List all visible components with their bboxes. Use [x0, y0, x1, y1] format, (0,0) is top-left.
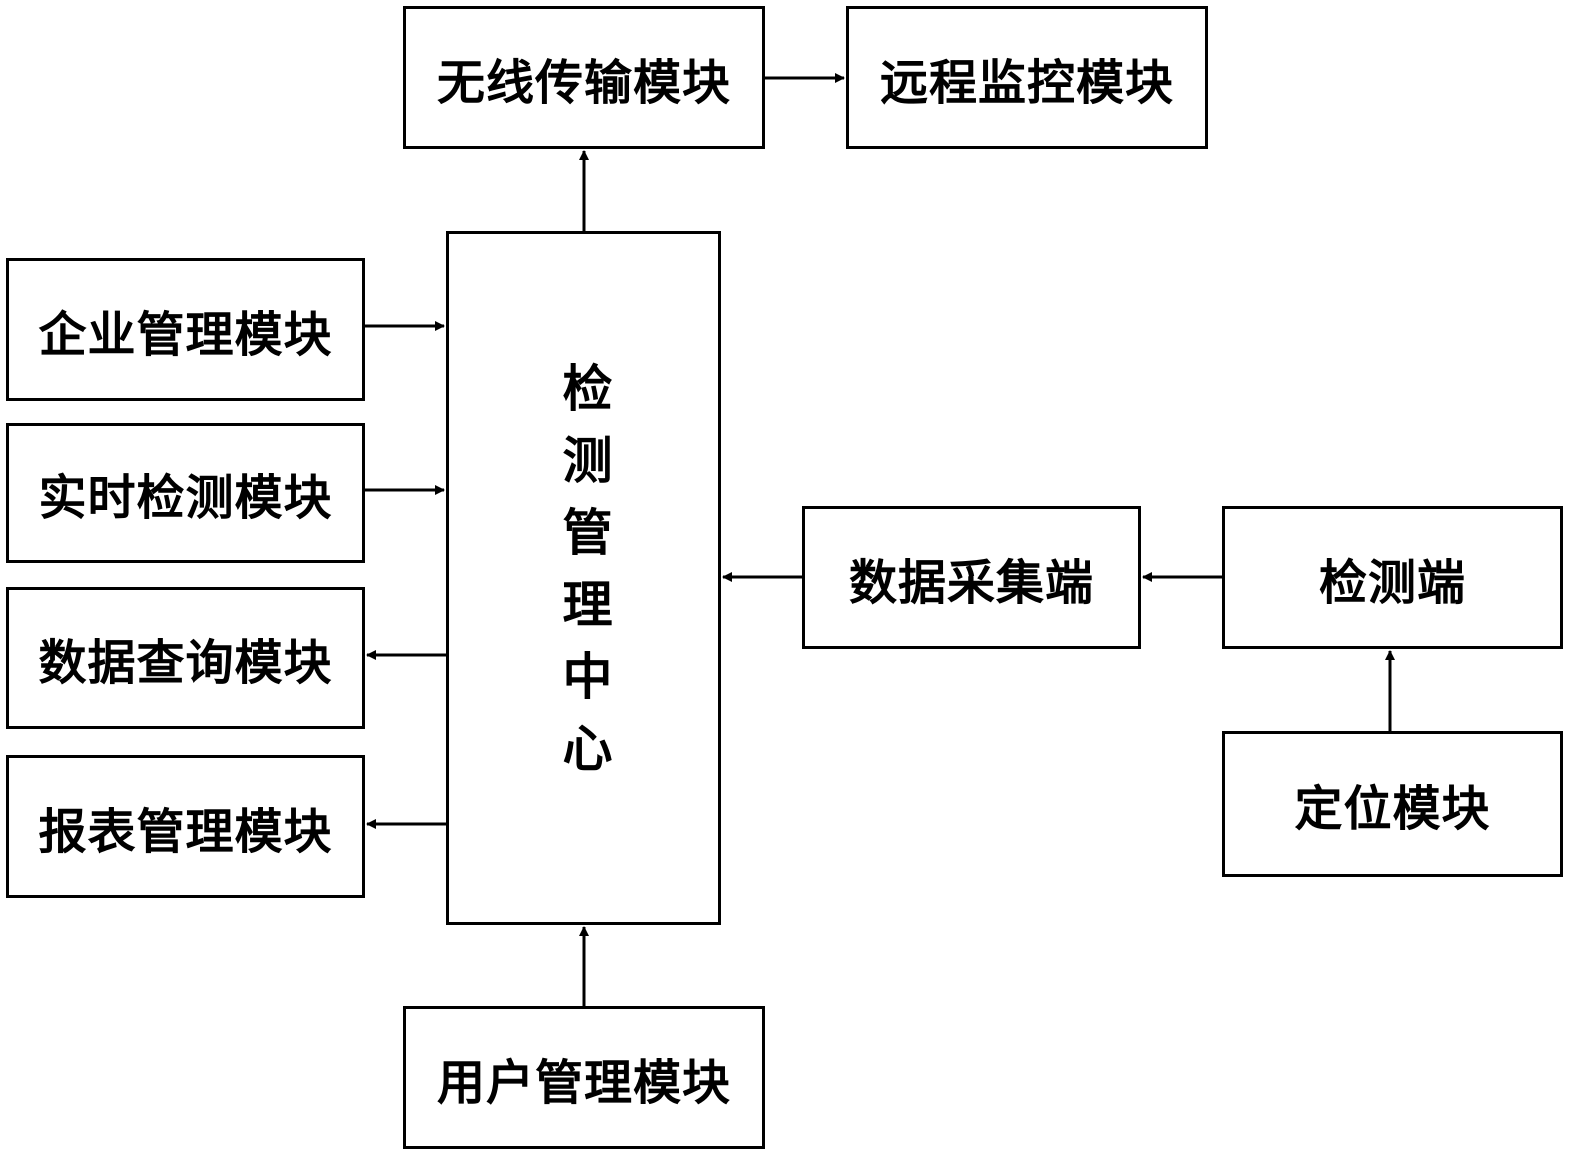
- data-query-module-box: 数据查询模块: [6, 587, 365, 729]
- user-management-module-box: 用户管理模块: [403, 1006, 765, 1149]
- data-query-module-label: 数据查询模块: [38, 635, 333, 691]
- detection-management-center-label: 检测管理中心: [554, 362, 614, 794]
- positioning-module-label: 定位模块: [1294, 781, 1491, 837]
- report-management-module-label: 报表管理模块: [38, 803, 333, 860]
- data-collection-end-label: 数据采集端: [848, 554, 1094, 611]
- enterprise-management-module-label: 企业管理模块: [38, 306, 333, 363]
- enterprise-management-module-box: 企业管理模块: [6, 258, 365, 401]
- remote-monitoring-module-box: 远程监控模块: [846, 6, 1208, 149]
- report-management-module-box: 报表管理模块: [6, 755, 365, 898]
- data-collection-end-box: 数据采集端: [802, 506, 1141, 649]
- realtime-detection-module-label: 实时检测模块: [38, 470, 333, 526]
- positioning-module-box: 定位模块: [1222, 731, 1563, 877]
- user-management-module-label: 用户管理模块: [436, 1054, 731, 1111]
- detection-end-label: 检测端: [1318, 554, 1466, 611]
- realtime-detection-module-box: 实时检测模块: [6, 423, 365, 563]
- wireless-transmission-module-box: 无线传输模块: [403, 6, 765, 149]
- detection-end-box: 检测端: [1222, 506, 1563, 649]
- detection-management-center-box: 检测管理中心: [446, 231, 721, 925]
- remote-monitoring-module-label: 远程监控模块: [879, 54, 1174, 111]
- wireless-transmission-module-label: 无线传输模块: [436, 54, 731, 111]
